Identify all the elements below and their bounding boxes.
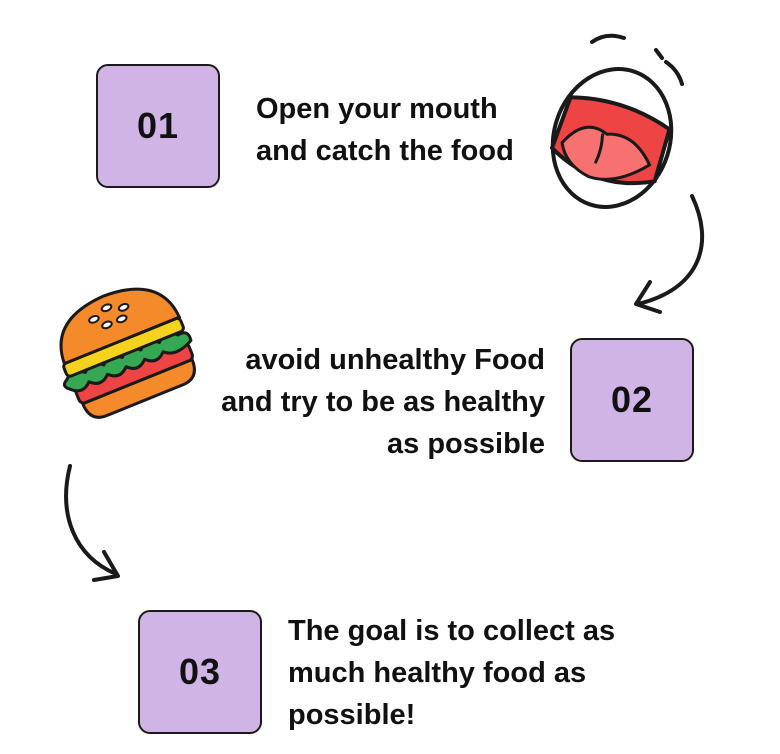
step-03-line-2: much healthy food as (288, 657, 587, 689)
open-mouth-icon (549, 33, 684, 209)
burger-icon (59, 287, 196, 419)
step-02-line-2: and try to be as healthy (221, 386, 545, 418)
step-01-number: 01 (136, 105, 180, 146)
step-02-line-3: as possible (387, 428, 545, 460)
curved-arrow-icon (634, 194, 705, 314)
step-01-line-2: and catch the food (256, 135, 514, 167)
step-02-number: 02 (610, 379, 654, 420)
step-03-line-3: possible! (288, 699, 416, 731)
step-02-text: avoid unhealthy Food and try to be as he… (190, 339, 545, 465)
step-01-text: Open your mouth and catch the food (256, 88, 514, 172)
curved-arrow-icon (64, 464, 120, 582)
step-03-text: The goal is to collect as much healthy f… (288, 610, 615, 736)
step-03-number-box: 03 (138, 610, 262, 734)
step-02-number-box: 02 (570, 338, 694, 462)
step-03-line-1: The goal is to collect as (288, 615, 616, 647)
step-01-line-1: Open your mouth (256, 93, 498, 125)
step-03-number: 03 (178, 651, 222, 692)
step-02-line-1: avoid unhealthy Food (245, 344, 545, 376)
step-01-number-box: 01 (96, 64, 220, 188)
